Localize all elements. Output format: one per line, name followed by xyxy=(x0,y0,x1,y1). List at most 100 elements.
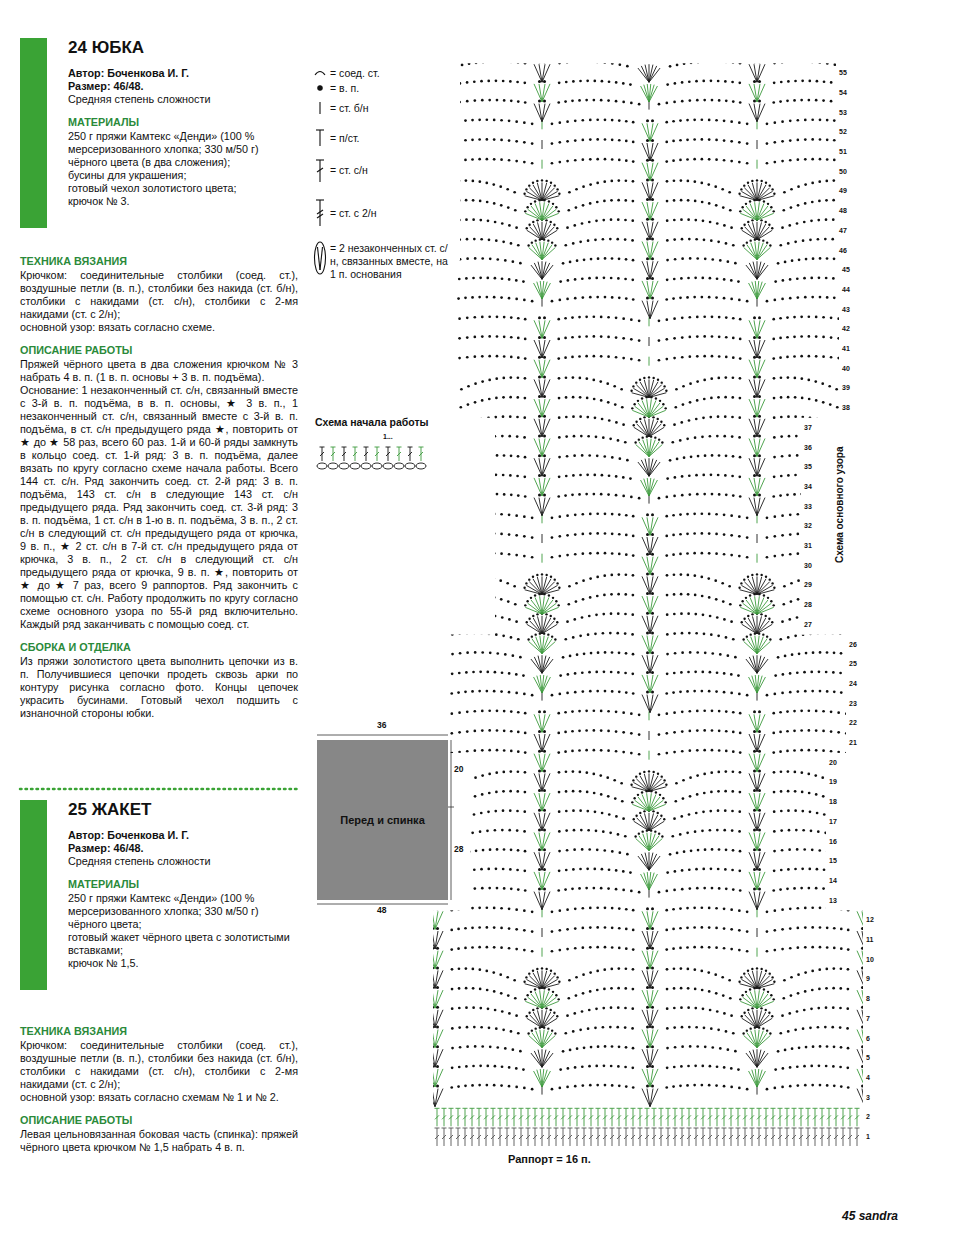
legend-text: = ст. б/н xyxy=(330,102,369,115)
text-paragraph: Крючком: соединительные столбики (соед. … xyxy=(20,1039,298,1091)
section-heading: ТЕХНИКА ВЯЗАНИЯ xyxy=(20,255,298,268)
row-number: 27 xyxy=(804,621,812,629)
row-number: 46 xyxy=(839,247,847,255)
separator xyxy=(20,788,298,791)
row-number: 21 xyxy=(849,739,857,747)
text-paragraph: 250 г пряжи Камтекс «Денди» (100 % мерсе… xyxy=(68,130,298,169)
text-paragraph: Автор: Боченкова И. Г. xyxy=(68,67,298,80)
green-bar xyxy=(20,38,47,228)
row-number: 49 xyxy=(839,187,847,195)
scheme-title: Схема начала работы xyxy=(315,416,429,428)
legend-text: = ст. с/н xyxy=(330,164,368,177)
row-number: 8 xyxy=(866,995,870,1003)
row-number: 29 xyxy=(804,581,812,589)
schematic-label: Перед и спинка xyxy=(340,814,425,827)
row-number: 19 xyxy=(829,778,837,786)
row-number: 44 xyxy=(842,286,850,294)
dimension: 48 xyxy=(377,906,386,916)
text-paragraph: Размер: 46/48. xyxy=(68,80,298,93)
text-paragraph: крючок № 3. xyxy=(68,195,298,208)
row-number: 25 xyxy=(849,660,857,668)
dimension: 20 xyxy=(454,765,463,775)
row-number: 18 xyxy=(829,798,837,806)
text-paragraph: Левая цельновязанная боковая часть (спин… xyxy=(20,1128,298,1154)
row-number: 9 xyxy=(866,975,870,983)
row-number: 52 xyxy=(839,128,847,136)
row-number: 1... xyxy=(383,433,393,441)
row-number: 41 xyxy=(842,345,850,353)
text-paragraph: основной узор: вязать согласно схемам № … xyxy=(20,1091,298,1104)
green-bar xyxy=(20,800,47,990)
crochet-chart xyxy=(212,60,960,1146)
text-paragraph: Пряжей чёрного цвета в два сложения крюч… xyxy=(20,358,298,384)
text-paragraph: Средняя степень сложности xyxy=(68,93,298,106)
text-paragraph: Из пряжи золотистого цвета выполнить цеп… xyxy=(20,655,298,720)
row-number: 10 xyxy=(866,956,874,964)
row-number: 12 xyxy=(866,916,874,924)
row-number: 45 xyxy=(842,266,850,274)
row-number: 6 xyxy=(866,1035,870,1043)
row-number: 5 xyxy=(866,1054,870,1062)
section-heading: МАТЕРИАЛЫ xyxy=(68,878,298,891)
section-header: 25 ЖАКЕТАвтор: Боченкова И. Г.Размер: 46… xyxy=(68,800,298,970)
scheme-title: Схема основного узора xyxy=(834,447,846,563)
row-number: 33 xyxy=(804,503,812,511)
pattern-schematic: Перед и спинка xyxy=(317,740,448,900)
legend-symbol xyxy=(315,72,325,76)
text-paragraph: Средняя степень сложности xyxy=(68,855,298,868)
row-number: 48 xyxy=(839,207,847,215)
row-number: 34 xyxy=(804,483,812,491)
section-header: 24 ЮБКА Автор: Боченкова И. Г.Размер: 46/… xyxy=(68,38,298,208)
dimension: 28 xyxy=(454,845,463,855)
row-number: 43 xyxy=(842,306,850,314)
legend-text: = 2 незаконченных ст. с/н, связанных вме… xyxy=(330,242,452,281)
text-paragraph: крючок № 1,5. xyxy=(68,957,298,970)
row-number: 36 xyxy=(804,444,812,452)
text-paragraph: бусины для украшения; xyxy=(68,169,298,182)
row-number: 39 xyxy=(842,384,850,392)
row-number: 4 xyxy=(866,1074,870,1082)
section-heading: ОПИСАНИЕ РАБОТЫ xyxy=(20,1114,298,1127)
row-number: 37 xyxy=(804,424,812,432)
row-number: 54 xyxy=(839,89,847,97)
row-number: 16 xyxy=(829,838,837,846)
hatching xyxy=(317,740,448,900)
section-heading: ОПИСАНИЕ РАБОТЫ xyxy=(20,344,298,357)
legend-text: = соед. ст. xyxy=(330,67,380,80)
row-number: 50 xyxy=(839,168,847,176)
row-number: 32 xyxy=(804,522,812,530)
row-number: 47 xyxy=(839,227,847,235)
text-paragraph: 250 г пряжи Камтекс «Денди» (100 % мерсе… xyxy=(68,892,298,931)
section-body: ТЕХНИКА ВЯЗАНИЯКрючком: соединительные с… xyxy=(20,1015,298,1154)
row-number: 1 xyxy=(866,1133,870,1141)
legend-symbol xyxy=(316,160,324,182)
row-number: 42 xyxy=(842,325,850,333)
text-paragraph: готовый жакет чёрного цвета с золотистым… xyxy=(68,931,298,957)
row-number: 30 xyxy=(804,562,812,570)
row-number: 15 xyxy=(829,857,837,865)
row-number: 7 xyxy=(866,1015,870,1023)
repeat-note: Раппорт = 16 п. xyxy=(508,1153,591,1166)
row-number: 26 xyxy=(849,641,857,649)
text-paragraph: Крючком: соединительные столбики (соед. … xyxy=(20,269,298,321)
section-title: 25 ЖАКЕТ xyxy=(68,800,298,820)
row-number: 38 xyxy=(842,404,850,412)
legend-symbol xyxy=(315,242,326,274)
legend-text: = ст. с 2/н xyxy=(330,207,377,220)
row-number: 20 xyxy=(829,759,837,767)
row-number: 2 xyxy=(866,1113,870,1121)
row-number: 28 xyxy=(804,601,812,609)
section-title: 24 ЮБКА xyxy=(68,38,298,58)
row-number: 31 xyxy=(804,542,812,550)
row-number: 24 xyxy=(849,680,857,688)
legend-symbol xyxy=(316,200,324,226)
legend-symbol xyxy=(318,86,322,90)
text-paragraph: Автор: Боченкова И. Г. xyxy=(68,829,298,842)
section-body: ТЕХНИКА ВЯЗАНИЯКрючком: соединительные с… xyxy=(20,245,298,720)
legend-symbol xyxy=(319,102,320,114)
row-number: 35 xyxy=(804,463,812,471)
row-number: 13 xyxy=(829,897,837,905)
row-number: 55 xyxy=(839,69,847,77)
section-heading: СБОРКА И ОТДЕЛКА xyxy=(20,641,298,654)
dimension-lines xyxy=(317,735,454,904)
